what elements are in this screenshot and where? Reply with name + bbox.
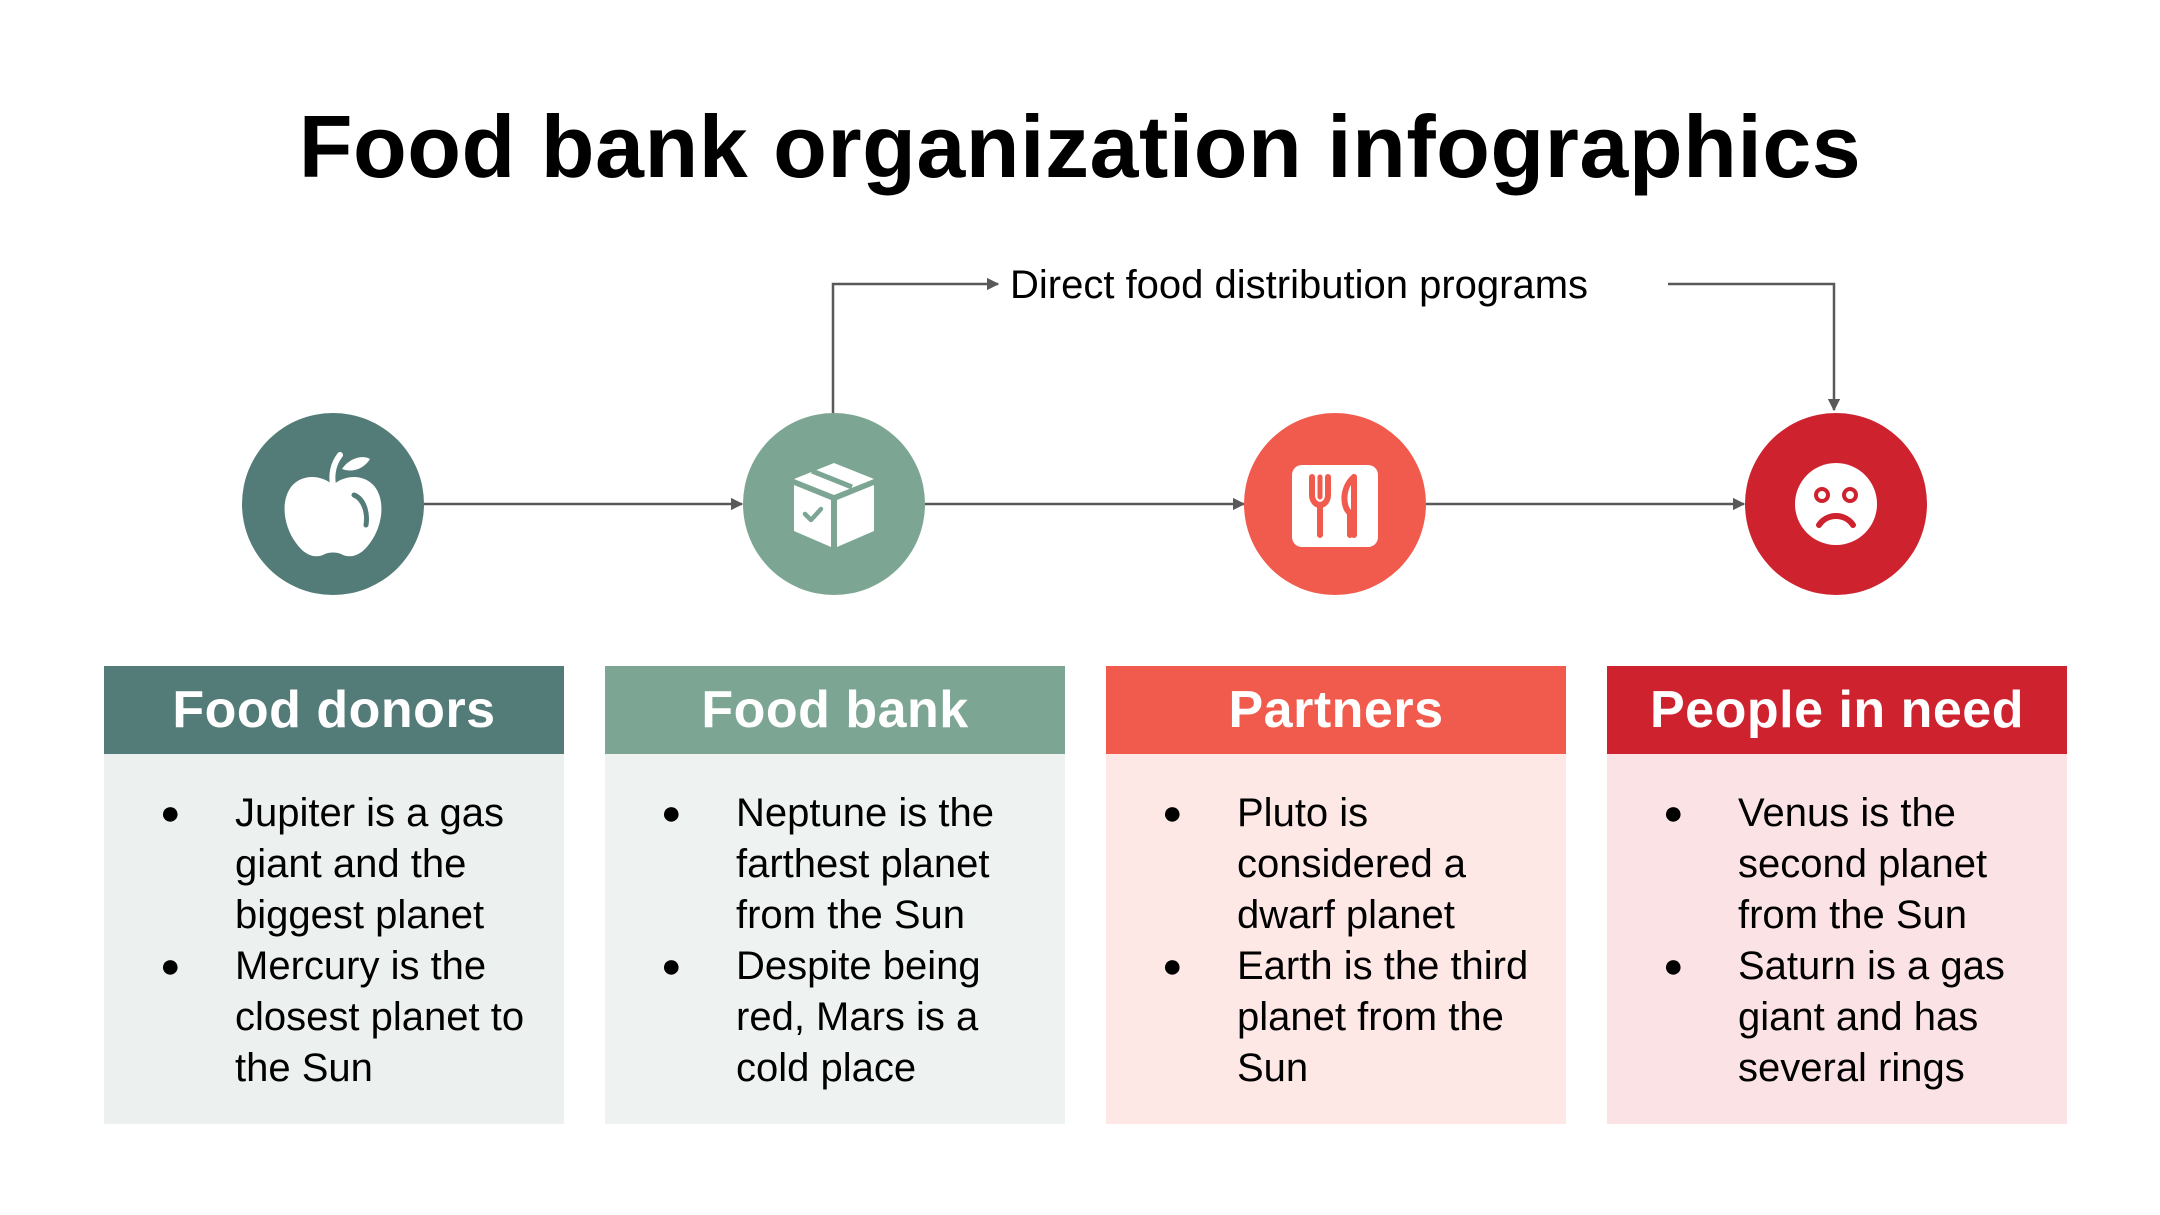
bullet-icon: ● — [1162, 794, 1183, 832]
people-node — [1745, 413, 1927, 595]
bank-heading: Food bank — [605, 666, 1065, 754]
donors-card: ●Jupiter is a gas giant and the biggest … — [104, 754, 564, 1124]
list-item: ●Earth is the third planet from the Sun — [1106, 941, 1566, 1094]
list-item: ●Jupiter is a gas giant and the biggest … — [104, 788, 564, 941]
list-item: ●Mercury is the closest planet to the Su… — [104, 941, 564, 1094]
bullet-icon: ● — [1162, 947, 1183, 985]
page-title: Food bank organization infographics — [298, 97, 1862, 196]
bank-node — [743, 413, 925, 595]
partners-node — [1244, 413, 1426, 595]
arrow-bank-to-direct-label — [831, 277, 1000, 413]
package-box-icon — [794, 463, 874, 547]
donors-heading: Food donors — [104, 666, 564, 754]
apple-icon — [284, 452, 382, 557]
bullet-icon: ● — [160, 947, 181, 985]
list-item: ●Venus is the second planet from the Sun — [1607, 788, 2067, 941]
list-item: ●Neptune is the farthest planet from the… — [605, 788, 1065, 941]
list-item: ●Pluto is considered a dwarf planet — [1106, 788, 1566, 941]
bullet-icon: ● — [661, 794, 682, 832]
bullet-icon: ● — [1663, 794, 1684, 832]
bank-card: ●Neptune is the farthest planet from the… — [605, 754, 1065, 1124]
list-item: ●Saturn is a gas giant and has several r… — [1607, 941, 2067, 1094]
sad-face-icon — [1795, 463, 1877, 545]
donors-node — [242, 413, 424, 595]
people-card: ●Venus is the second planet from the Sun… — [1607, 754, 2067, 1124]
partners-heading: Partners — [1106, 666, 1566, 754]
list-item: ●Despite being red, Mars is a cold place — [605, 941, 1065, 1094]
people-heading: People in need — [1607, 666, 2067, 754]
partners-card: ●Pluto is considered a dwarf planet ●Ear… — [1106, 754, 1566, 1124]
bullet-icon: ● — [160, 794, 181, 832]
bullet-icon: ● — [661, 947, 682, 985]
arrow-direct-label-to-people — [1668, 282, 1841, 412]
fork-knife-icon — [1292, 465, 1378, 547]
bullet-icon: ● — [1663, 947, 1684, 985]
direct-distribution-label: Direct food distribution programs — [1010, 263, 1589, 307]
